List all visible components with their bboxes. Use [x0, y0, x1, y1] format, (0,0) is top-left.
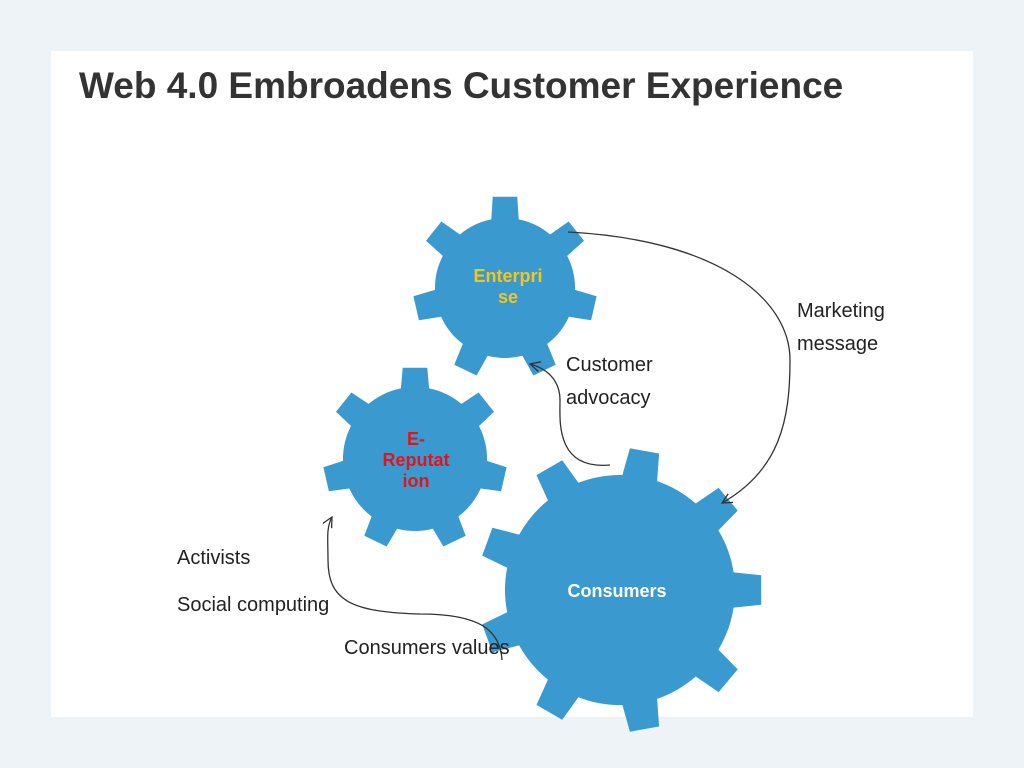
consumers-values-arrow: [328, 517, 503, 661]
enterprise-label-line1: Enterpri: [473, 266, 543, 286]
enterprise-gear-label: Enterpri se: [448, 266, 568, 308]
reputation-label-line1: E-: [407, 429, 425, 449]
advocacy-label-line1: Customer: [566, 354, 653, 376]
marketing-label-line1: Marketing: [797, 300, 885, 322]
consumers-gear-label: Consumers: [540, 581, 694, 602]
marketing-message-arrow: [567, 231, 791, 503]
activists-label: Activists: [177, 547, 251, 569]
reputation-label-line2: Reputat: [382, 450, 450, 470]
reputation-label-line3: ion: [402, 471, 430, 491]
consumers-values-label: Consumers values: [344, 637, 510, 659]
marketing-message-label: Marketing message: [797, 295, 885, 361]
customer-advocacy-label: Customer advocacy: [566, 349, 653, 415]
advocacy-label-line2: advocacy: [566, 387, 651, 409]
enterprise-gear: [413, 196, 597, 376]
customer-advocacy-arrow: [530, 364, 611, 466]
enterprise-label-line2: se: [497, 287, 519, 307]
social-computing-label: Social computing: [177, 594, 330, 616]
consumers-label-line1: Consumers: [567, 581, 667, 601]
reputation-gear-label: E- Reputat ion: [356, 429, 476, 492]
slide-title: Web 4.0 Embroadens Customer Experience: [79, 65, 844, 106]
marketing-label-line2: message: [797, 333, 879, 355]
consumers-gear: [482, 448, 762, 732]
reputation-gear: [323, 367, 507, 547]
